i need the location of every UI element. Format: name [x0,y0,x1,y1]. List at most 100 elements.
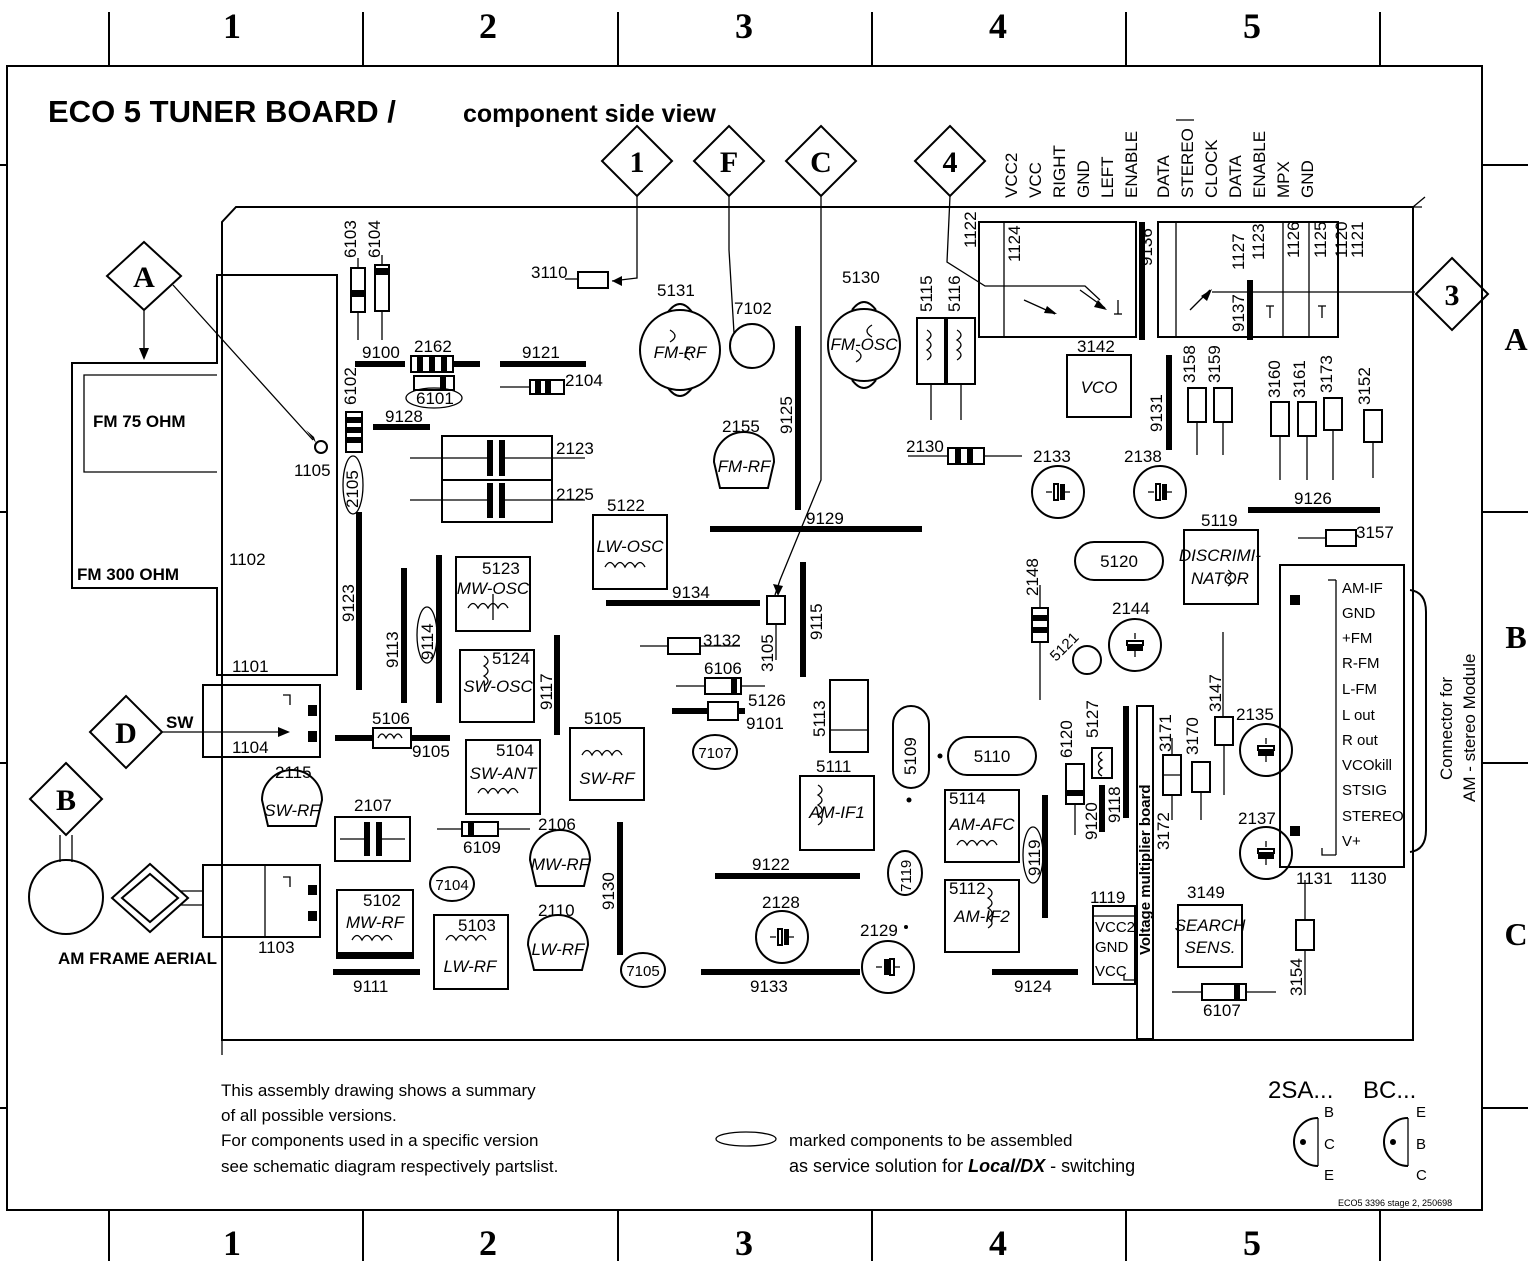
signal-4: LEFT [1098,156,1117,198]
svg-text:3132: 3132 [703,631,741,650]
svg-text:Connector for: Connector for [1437,677,1456,780]
legend-line-1: marked components to be assembled [789,1131,1073,1150]
module-pin-3: R-FM [1342,655,1380,672]
svg-text:7104: 7104 [435,877,468,894]
svg-text:3154: 3154 [1287,958,1306,996]
svg-text:E: E [1324,1167,1334,1184]
svg-text:1120: 1120 [1332,221,1351,258]
signal-5: ENABLE [1122,131,1141,198]
signal-1: VCC [1026,162,1045,198]
grid-col-5-bottom: 5 [1243,1223,1261,1261]
svg-text:9123: 9123 [339,584,358,622]
grid-row-a: A [1504,321,1527,357]
transistor-pinouts: 2SA... BC... B C E E B C [1268,1077,1427,1184]
svg-text:E: E [1416,1104,1426,1121]
svg-text:GND: GND [1095,939,1129,956]
svg-text:MW-RF: MW-RF [346,913,406,932]
svg-text:6120: 6120 [1057,720,1076,758]
svg-text:9133: 9133 [750,977,788,996]
svg-text:1104: 1104 [232,738,269,757]
grid-col-4-top: 4 [989,6,1007,46]
svg-text:SW-ANT: SW-ANT [470,764,538,783]
grid-col-2-top: 2 [479,6,497,46]
grid-col-5-top: 5 [1243,6,1261,46]
svg-text:1105: 1105 [294,461,331,480]
svg-text:LW-RF: LW-RF [532,940,587,959]
svg-text:VCO: VCO [1081,378,1118,397]
svg-text:1119: 1119 [1090,888,1125,907]
svg-text:9126: 9126 [1294,489,1332,508]
svg-text:VCC2: VCC2 [1095,919,1135,936]
svg-text:5120: 5120 [1100,552,1138,571]
svg-text:6109: 6109 [463,838,501,857]
svg-text:SW: SW [166,713,194,732]
grid-col-3-top: 3 [735,6,753,46]
svg-text:5131: 5131 [657,281,695,300]
grid-frame: 1 2 3 4 5 1 2 3 4 5 A B C [0,6,1528,1261]
svg-text:LW-OSC: LW-OSC [596,537,664,556]
svg-text:B: B [1324,1104,1334,1121]
svg-text:5110: 5110 [974,747,1011,766]
svg-text:3: 3 [1445,279,1460,312]
svg-text:9131: 9131 [1147,394,1166,432]
grid-col-4-bottom: 4 [989,1223,1007,1261]
grid-col-1-bottom: 1 [223,1223,241,1261]
svg-text:FM 300 OHM: FM 300 OHM [77,565,179,584]
svg-text:9121: 9121 [522,343,560,362]
svg-text:5111: 5111 [816,757,851,776]
svg-text:FM-RF: FM-RF [654,343,708,362]
svg-text:B: B [56,784,76,817]
svg-text:FM-OSC: FM-OSC [830,335,898,354]
svg-text:9122: 9122 [752,855,790,874]
svg-text:SENS.: SENS. [1184,938,1235,957]
signal-11: MPX [1274,161,1293,198]
board-subtitle: component side view [463,100,716,128]
svg-text:3172: 3172 [1154,812,1173,850]
signal-3: GND [1074,160,1093,198]
svg-text:2135: 2135 [1236,705,1274,724]
svg-text:2128: 2128 [762,893,800,912]
signal-10: ENABLE [1250,131,1269,198]
svg-text:SW-OSC: SW-OSC [463,677,533,696]
signal-labels: VCC2 VCC RIGHT GND LEFT ENABLE DATA STER… [1002,119,1317,198]
svg-text:5113: 5113 [810,700,829,737]
footer-reference: ECO5 3396 stage 2, 250698 [1338,1198,1452,1208]
svg-text:9134: 9134 [672,583,710,602]
signal-12: GND [1298,160,1317,198]
svg-text:7102: 7102 [734,299,772,318]
sw-socket: 1104 D SW [88,684,321,770]
svg-text:A: A [133,261,155,294]
legend-line-2: as service solution for Local/DX - switc… [789,1156,1135,1176]
svg-text:2105: 2105 [343,470,362,508]
fm-antenna-socket: FM 75 OHM FM 300 OHM 1102 1101 1105 [71,274,338,676]
svg-text:9125: 9125 [777,396,796,434]
svg-text:2115: 2115 [275,763,312,782]
connector-3: 3 [1414,256,1490,332]
module-pin-9: STEREO [1342,808,1404,825]
svg-text:5104: 5104 [496,741,534,760]
svg-text:1121: 1121 [1348,221,1367,258]
connector-f: F [692,124,766,334]
svg-text:5114: 5114 [949,789,986,808]
area-2-components: 3110 5123 MW-OSC 5124 SW-OSC 9117 5104 S… [429,263,668,990]
module-pin-8: STSIG [1342,782,1387,799]
area-1-components: 6103 6104 9100 2162 6101 9121 2104 6102 [260,220,603,996]
svg-text:9128: 9128 [385,407,423,426]
svg-text:2144: 2144 [1112,599,1150,618]
svg-text:2110: 2110 [538,901,575,920]
svg-text:9100: 9100 [362,343,400,362]
module-pin-5: L out [1342,707,1376,724]
svg-text:LW-RF: LW-RF [444,957,499,976]
svg-text:2107: 2107 [354,796,392,815]
svg-text:9113: 9113 [383,631,402,668]
am-aerial-socket: 1103 B AM FRAME AERIAL [28,761,321,968]
module-pin-4: L-FM [1342,681,1377,698]
svg-text:2138: 2138 [1124,447,1162,466]
note-line-2: of all possible versions. [221,1106,397,1125]
svg-text:5103: 5103 [458,916,496,935]
svg-text:3149: 3149 [1187,883,1225,902]
header-connectors: 1122 1124 9136 1127 1123 1126 1125 1120 … [961,211,1415,340]
svg-text:9120: 9120 [1082,802,1101,840]
svg-text:9137: 9137 [1229,294,1248,332]
